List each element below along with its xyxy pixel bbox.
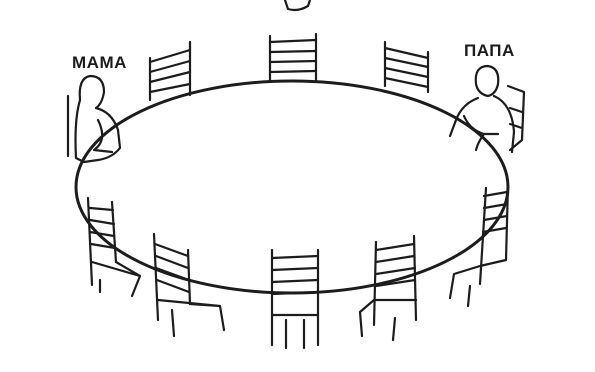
mother-figure [68,76,120,162]
father-figure [450,66,524,152]
cropped-top-glyph [285,0,310,10]
chair-back-right [385,42,428,92]
chair-front-center [272,250,318,348]
chair-back-left [150,42,190,100]
oval-table [76,81,508,293]
chair-back-center [270,34,316,80]
chair-front-right [360,236,416,340]
label-mama: МАМА [72,53,127,72]
label-papa: ПАПА [464,41,515,60]
chair-front-far-left [88,198,140,296]
chair-front-far-right [450,184,508,306]
